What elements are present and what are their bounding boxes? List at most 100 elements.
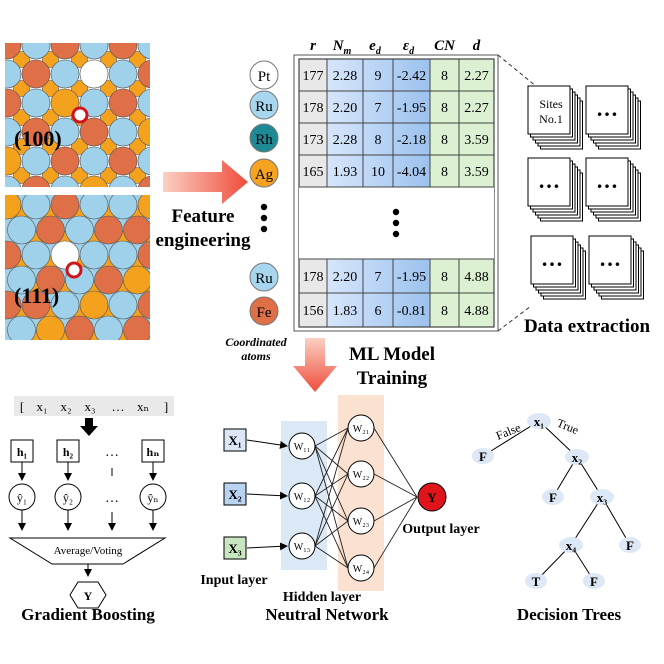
surface-atom [108,240,138,270]
surface-atom [94,215,123,245]
surface-atom [36,265,65,295]
hidden-node-2 [347,460,375,488]
surface-atom [22,175,50,187]
data-sheet-ellipsis: … [538,168,560,193]
gb-output-label: Y [84,589,93,603]
surface-atom [138,175,150,187]
atom-symbol: Pt [258,69,271,85]
surface-atom [21,88,51,118]
table-cell: 2.20 [333,270,358,285]
input-vector-item: x₂ [60,399,71,414]
tree-leaf-node [619,537,641,553]
atom-pt [249,60,279,90]
table-cell: 8 [441,270,448,285]
hidden-node-1 [288,532,316,560]
sublayer-atom [129,167,146,184]
neural-network-title: Neutral Network [265,605,389,624]
surface-atom [79,240,109,270]
table-cell: -1.95 [397,270,426,285]
surface-atom [5,59,22,89]
surface-100-panel: (100) [5,43,175,187]
sublayer-atom [100,167,117,184]
atoms-vertical-ellipsis [260,203,268,233]
averaging-funnel [8,537,167,565]
table-cell: 8 [441,69,448,84]
surface-atom [94,315,123,340]
sublayer-atom [129,138,146,155]
sublayer-atom [42,109,59,126]
sublayer-atom [159,110,175,126]
sublayer-atom [160,306,174,320]
sublayer-atom [100,138,117,155]
surface-atom [5,240,22,270]
atom-fe [249,296,279,326]
surface-atom [50,43,80,60]
atom-symbol: Rh [255,132,273,148]
data-stacks: …………… [527,85,644,300]
sublayer-atom [13,51,30,68]
tree-decision-node [527,413,551,429]
output-node-label: Y [427,490,437,505]
sublayer-atom [71,51,88,68]
table-cell: -2.18 [397,133,426,148]
tree-leaf-label: F [590,574,598,589]
table-cell: 178 [303,101,324,116]
surface-atom [79,43,109,60]
surface-atom [65,315,94,340]
prediction-label: ŷ₁ [17,491,27,505]
table-cell: 3.59 [464,133,489,148]
sites-label-line1: Sites [539,97,563,111]
sites-label-line2: No.1 [539,112,563,126]
adsorption-site-marker [71,106,89,124]
weak-learner-label: hₙ [147,445,160,459]
surface-atom [50,88,80,118]
prediction-ellipsis: … [105,491,119,506]
surface-atom [5,175,21,187]
surface-atom [36,215,65,245]
input-vector-item: ] [164,399,168,414]
data-sheet [588,235,632,285]
sublayer-atom [42,138,59,155]
output-hexagon [69,581,107,609]
zoom-dashed-line [497,54,549,97]
input-layer-label: Input layer [200,573,267,588]
table-cell: 8 [441,133,448,148]
atom-symbol: Fe [257,305,272,321]
table-header-5: d [473,38,481,54]
surface-atom [108,146,138,176]
sublayer-atom [13,80,30,97]
surface-atom [7,315,36,340]
surface-atom [50,59,80,89]
sublayer-atom [100,80,117,97]
table-header-0: r [310,38,316,54]
ml-training-label-line1: ML Model [349,344,435,365]
surface-atom [123,265,150,295]
sublayer-atom [42,80,59,97]
output-layer-label: Output layer [402,522,479,537]
surface-atom [79,146,109,176]
surface-atom [137,117,150,147]
data-sheet [527,85,571,135]
surface-100-label: (100) [14,126,62,151]
surface-atom [79,290,109,320]
surface-atom [79,88,109,118]
table-cell: 2.28 [333,133,358,148]
surface-atom [94,265,123,295]
surface-atom [50,195,80,220]
table-header-1: Nm [332,38,352,57]
surface-atom [36,315,65,340]
table-cell: 173 [303,133,324,148]
table-cell: -2.42 [397,69,426,84]
weak-learner-label: h₂ [63,445,74,459]
surface-atom [108,59,138,89]
input-vector-item: … [112,399,125,414]
surface-atom [153,266,181,294]
surface-atom [108,43,138,60]
tree-leaf-node [472,448,494,464]
sublayer-atom [159,81,175,97]
feature-engineering-arrow [163,160,248,204]
